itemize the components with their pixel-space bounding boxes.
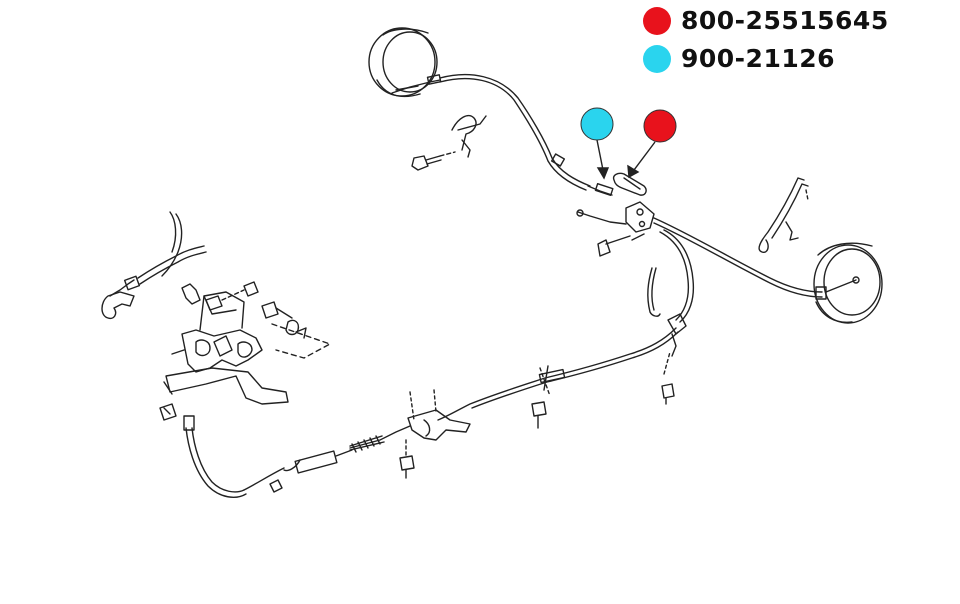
cable-clip-lower-left xyxy=(159,403,177,421)
legend-part-number-blue: 900-21126 xyxy=(681,44,836,73)
equalizer-bracket xyxy=(576,201,655,257)
front-cable-curve xyxy=(659,229,695,323)
cable-equalizer-clip xyxy=(399,389,471,479)
cable-clip-upper xyxy=(439,114,487,158)
rear-brake-drum-left xyxy=(368,27,438,98)
return-spring-middle xyxy=(647,267,661,317)
intermediate-cable xyxy=(437,327,679,429)
front-cable-lower xyxy=(183,415,285,498)
rear-brake-drum-right xyxy=(813,242,883,324)
legend-item-red: 800-25515645 xyxy=(643,6,889,35)
callout-leader-red xyxy=(627,141,656,179)
bolt-upper xyxy=(411,155,442,171)
callout-marker-red xyxy=(643,109,677,143)
callout-marker-blue xyxy=(580,107,614,141)
legend-marker-blue xyxy=(643,44,671,73)
rear-cable-right xyxy=(653,217,827,300)
parking-brake-lever-assembly xyxy=(163,291,289,405)
lever-cable-end-left xyxy=(101,211,207,320)
bolt-lever-right xyxy=(261,301,331,359)
legend-item-blue: 900-21126 xyxy=(643,44,835,73)
legend-marker-red xyxy=(643,6,671,35)
lever-mounting-clip xyxy=(181,281,259,311)
callout-leader-blue xyxy=(596,139,610,180)
cable-guide-bracket-mid xyxy=(661,313,687,405)
rear-cable-left xyxy=(391,73,614,197)
legend-part-number-red: 800-25515645 xyxy=(681,6,889,35)
cable-adjuster xyxy=(283,425,411,474)
cable-end-fitting-red xyxy=(612,172,647,196)
return-spring-right xyxy=(758,177,809,253)
